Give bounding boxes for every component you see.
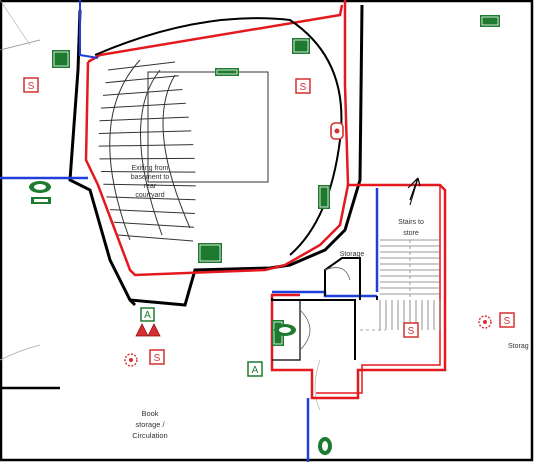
s-marker: S	[23, 77, 39, 93]
blue-route-line	[79, 0, 99, 59]
s-marker-text: S	[300, 82, 307, 93]
wall-outer	[68, 4, 364, 307]
exit-signs	[52, 15, 500, 346]
label-stairs-down: Exiting from basement to rear courtyard	[131, 165, 170, 199]
exit-sign-icon	[52, 50, 70, 68]
smoke-detector-icon	[478, 315, 492, 329]
label-storage-right: Storag	[508, 343, 529, 350]
door-swing	[324, 267, 351, 281]
door-swing	[314, 359, 321, 411]
label-line: rear	[144, 183, 157, 190]
landing	[147, 71, 269, 183]
assembly-marker: A	[140, 307, 155, 322]
door-swing	[299, 309, 311, 351]
curved-stair	[98, 59, 196, 242]
stair-tread	[103, 183, 196, 187]
fire-route-line	[343, 0, 350, 186]
s-marker: S	[295, 78, 311, 94]
label-line: Exiting from	[132, 165, 169, 172]
label-line: basement to	[131, 174, 170, 181]
stair-tread	[109, 209, 195, 214]
fire-extinguisher-icon	[330, 122, 344, 140]
smoke-detector-icon	[124, 353, 138, 367]
label-stairs-to-store: Stairs to	[398, 219, 424, 226]
s-marker: S	[403, 322, 419, 338]
exit-sign-icon	[198, 243, 222, 263]
label-line: storage /	[135, 420, 165, 429]
stair-arrow-icon	[407, 177, 419, 206]
s-marker: S	[499, 312, 515, 328]
s-marker-text: S	[408, 326, 415, 337]
exit-sign-icon	[274, 324, 296, 336]
label-stairs-to-store: store	[403, 230, 419, 237]
stair-tread	[113, 221, 195, 228]
assembly-marker-text: A	[252, 365, 259, 376]
s-marker: S	[149, 349, 165, 365]
exit-sign-icon	[480, 15, 500, 27]
label-line: courtyard	[135, 192, 164, 199]
fire-route-line	[84, 4, 447, 400]
exit-sign-icon	[29, 181, 51, 204]
stair-tread	[106, 196, 196, 201]
assembly-marker-box	[140, 307, 155, 322]
assembly-marker-text: A	[144, 310, 151, 321]
stair-tread	[105, 75, 179, 84]
stair-tread	[117, 234, 194, 242]
exit-sign-icon	[318, 185, 330, 209]
stair-tread	[99, 116, 189, 122]
wall	[128, 298, 137, 307]
s-marker-text: S	[154, 353, 161, 364]
door-swing	[0, 0, 31, 46]
stair-tread	[102, 89, 183, 96]
door-swing	[0, 39, 41, 51]
s-markers: S S S S S	[23, 77, 515, 365]
stair-tread	[98, 144, 194, 147]
exit-sign-icon	[318, 437, 332, 455]
warning-triangle-icon	[135, 323, 161, 337]
label-book-storage: Book storage / Circulation	[132, 409, 167, 440]
assembly-marker: A	[247, 361, 263, 377]
stair-tread	[107, 61, 176, 71]
label-line: Circulation	[132, 431, 167, 440]
stair-tread	[101, 171, 196, 173]
label-line: Book	[141, 409, 158, 418]
door-swing	[0, 344, 41, 361]
wall	[272, 300, 301, 361]
assembly-marker-box	[247, 361, 263, 377]
exit-sign-icon	[292, 38, 310, 54]
label-storage: Storage	[340, 251, 365, 258]
stair-tread	[98, 130, 192, 134]
s-marker-text: S	[28, 81, 35, 92]
stair-tread	[100, 102, 186, 109]
s-marker-text: S	[504, 316, 511, 327]
exit-sign-icon	[215, 68, 239, 76]
